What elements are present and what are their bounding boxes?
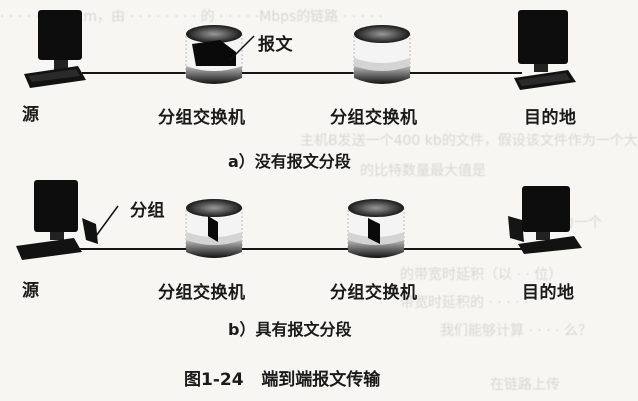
bleed-through-text: 为一个 <box>560 215 602 231</box>
packet-block <box>208 216 218 242</box>
message-block <box>192 40 236 66</box>
bleed-through-text: 主机B发送一个400 kb的文件，假设该文件作为一个大报文 <box>300 133 638 149</box>
packet-switch-icon-b2 <box>347 199 405 258</box>
computer-icon-destination-b <box>508 186 582 254</box>
computer-icon-destination-a <box>514 10 576 90</box>
packet-switch-icon-a2 <box>353 25 411 84</box>
panel-b-caption: b）具有报文分段 <box>228 320 352 339</box>
link-a <box>82 72 522 74</box>
bleed-through-text: · · · · · · · · ·cm，由 · · · · · · · · 的 … <box>0 9 383 25</box>
bleed-through-text: 的带宽时延积（以 · · 位） <box>400 267 563 283</box>
bleed-through-text: 带宽时延积的 · · · · · <box>400 295 529 311</box>
bleed-through-text: 在链路上传 <box>490 377 560 393</box>
node-label-switch1-a: 分组交换机 <box>158 108 246 128</box>
packet-block <box>82 218 98 244</box>
figure-title: 端到端报文传输 <box>261 370 381 390</box>
computer-icon-source-b <box>16 180 98 260</box>
callout-line-packet <box>95 205 119 237</box>
figure-number: 图1-24 <box>184 370 244 390</box>
node-label-destination-b: 目的地 <box>522 283 575 303</box>
node-label-switch1-b: 分组交换机 <box>158 283 246 303</box>
packet-block <box>368 218 380 244</box>
node-label-source-a: 源 <box>22 105 40 125</box>
panel-a-caption: a）没有报文分段 <box>228 152 351 171</box>
node-label-switch2-b: 分组交换机 <box>330 283 418 303</box>
bleed-through-text: 的比特数量最大值是 <box>360 163 486 179</box>
computer-icon-source-a <box>24 10 86 88</box>
bleed-through-text: 我们能够计算 · · · · 么？ <box>440 323 593 339</box>
callout-label-packet: 分组 <box>130 201 165 221</box>
node-label-destination-a: 目的地 <box>524 108 577 128</box>
node-label-source-b: 源 <box>22 281 40 301</box>
callout-label-message: 报文 <box>258 35 293 55</box>
packet-switch-icon-b1 <box>185 199 243 258</box>
node-label-switch2-a: 分组交换机 <box>330 108 418 128</box>
callout-line-message <box>229 35 255 61</box>
packet-switch-icon-a1 <box>185 25 243 84</box>
figure-caption: 图1-24 端到端报文传输 <box>184 365 380 390</box>
link-b <box>78 248 522 250</box>
packet-block <box>508 216 524 242</box>
